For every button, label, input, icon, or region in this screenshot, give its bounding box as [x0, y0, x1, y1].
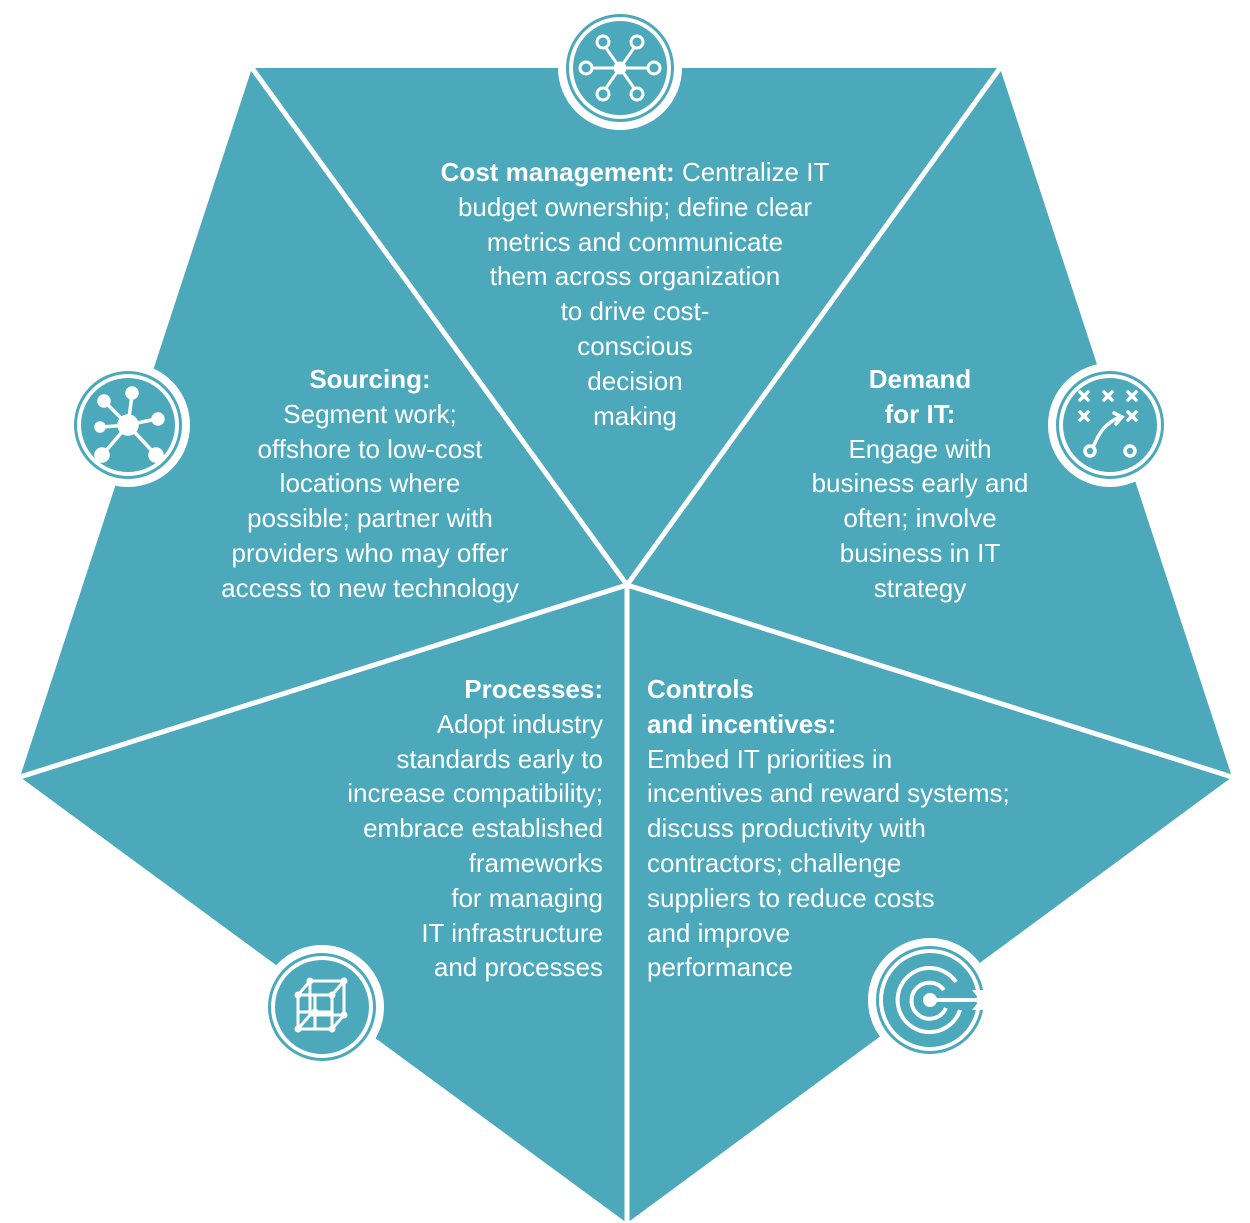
segment-cost-management: [252, 68, 1000, 585]
network-hub-icon: [558, 6, 682, 130]
sourcing-line-4: possible; partner with: [247, 503, 493, 534]
controls-line-4: contractors; challenge: [647, 847, 902, 878]
processes-line-4: embrace established: [363, 813, 603, 844]
processes-line-5: frameworks: [468, 847, 603, 878]
processes-line-1: Adopt industry: [436, 708, 603, 739]
cost-management-text: Cost management: Centralize IT budget ow…: [330, 155, 940, 433]
segment-controls: [627, 585, 1232, 1223]
demand-line-1: Engage with: [848, 433, 992, 464]
processes-text: Processes: Adopt industry standards earl…: [260, 672, 603, 985]
cost-management-line-2: budget ownership; define clear: [457, 191, 813, 222]
demand-text: Demand for IT: Engage with business earl…: [775, 362, 1065, 606]
divider-right: [624, 582, 1235, 780]
controls-line-2: incentives and reward systems;: [647, 778, 1010, 809]
segment-demand: [627, 68, 1232, 777]
processes-line-3: increase compatibility;: [347, 778, 603, 809]
cost-management-line-1: Centralize IT: [681, 157, 830, 187]
sourcing-line-3: locations where: [279, 468, 461, 499]
sourcing-line-6: access to new technology: [221, 572, 519, 603]
cost-management-line-3: metrics and communicate: [486, 226, 784, 257]
molecule-icon: [66, 363, 190, 487]
divider-top-right: [624, 65, 1003, 588]
demand-heading-1: Demand: [868, 364, 972, 394]
segment-sourcing: [20, 68, 627, 777]
processes-line-7: IT infrastructure: [421, 917, 603, 948]
dividers: [17, 65, 1235, 1223]
sourcing-heading: Sourcing:: [309, 364, 431, 394]
cost-management-line-7: decision: [587, 365, 683, 396]
demand-heading-2: for IT:: [884, 398, 956, 429]
cost-management-heading: Cost management:: [440, 157, 675, 187]
cost-management-line-8: making: [593, 400, 677, 431]
processes-line-8: and processes: [433, 952, 603, 983]
controls-line-6: and improve: [647, 917, 791, 948]
controls-line-1: Embed IT priorities in: [647, 743, 893, 774]
demand-line-5: strategy: [873, 572, 967, 603]
divider-left: [17, 582, 630, 780]
controls-text: Controls and incentives: Embed IT priori…: [647, 672, 1087, 985]
demand-line-2: business early and: [811, 468, 1029, 499]
segment-processes: [20, 585, 627, 1223]
cube-network-icon: [260, 945, 384, 1069]
cost-management-line-5: to drive cost-: [560, 296, 710, 327]
controls-heading-2: and incentives:: [647, 708, 837, 739]
controls-line-7: performance: [647, 952, 793, 983]
sourcing-line-1: Segment work;: [283, 398, 457, 429]
target-arrow-icon: [868, 938, 992, 1062]
controls-line-5: suppliers to reduce costs: [647, 882, 935, 913]
strategy-play-icon: [1048, 363, 1172, 487]
processes-line-2: standards early to: [396, 743, 603, 774]
sourcing-text: Sourcing: Segment work; offshore to low-…: [180, 362, 560, 606]
controls-heading-1: Controls: [647, 674, 754, 704]
demand-line-3: often; involve: [843, 503, 997, 534]
cost-management-line-6: conscious: [577, 330, 693, 361]
processes-line-6: for managing: [451, 882, 603, 913]
sourcing-line-2: offshore to low-cost: [257, 433, 483, 464]
demand-line-4: business in IT: [839, 537, 1001, 568]
processes-heading: Processes:: [464, 674, 603, 704]
controls-line-3: discuss productivity with: [647, 813, 926, 844]
cost-management-line-4: them across organization: [489, 261, 781, 292]
sourcing-line-5: providers who may offer: [231, 537, 509, 568]
divider-top-left: [249, 65, 630, 588]
